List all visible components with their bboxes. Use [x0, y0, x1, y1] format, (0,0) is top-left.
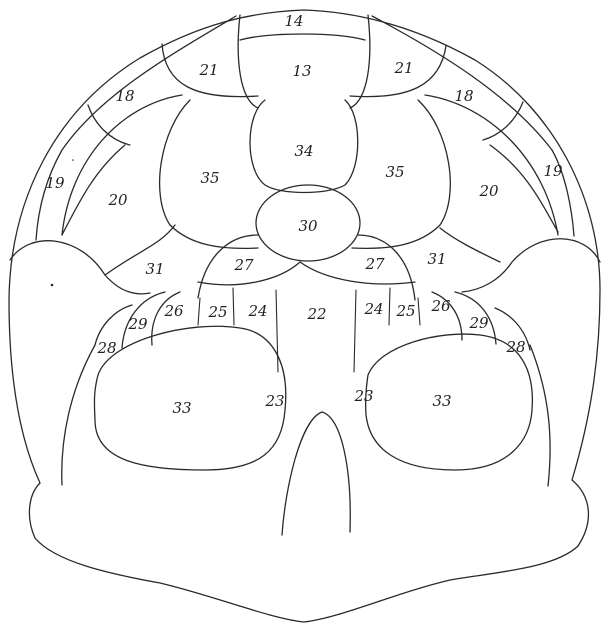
label-24-right: 24	[363, 300, 383, 318]
label-21-left: 21	[198, 61, 218, 79]
arc-outer-right	[372, 16, 574, 236]
label-26-left: 26	[163, 302, 184, 320]
label-23-right: 23	[353, 387, 373, 405]
label-25-right: 25	[395, 302, 415, 320]
arc-14-bottom	[240, 34, 365, 40]
label-28-right: 28	[505, 338, 525, 356]
label-26-right: 26	[430, 297, 451, 315]
label-20-left: 20	[107, 191, 128, 209]
label-31-right: 31	[427, 250, 446, 268]
label-21-right: 21	[393, 59, 413, 77]
arc-outer-left	[36, 16, 236, 240]
head-outline	[9, 10, 600, 622]
line-20-right	[490, 145, 558, 232]
nose-opening	[282, 412, 350, 535]
line-25-right	[418, 298, 420, 325]
label-19-right: 19	[543, 162, 563, 180]
label-13: 13	[292, 62, 311, 80]
label-22: 22	[306, 305, 326, 323]
line-31-right	[440, 228, 500, 262]
label-24-left: 24	[247, 302, 267, 320]
label-35-left: 35	[200, 169, 219, 187]
label-30: 30	[298, 217, 318, 235]
nose-line-right	[354, 290, 356, 372]
arc-18-left	[88, 105, 130, 145]
label-27-left: 27	[233, 256, 254, 274]
left-cheek-line	[10, 241, 150, 294]
label-33-right: 33	[432, 392, 451, 410]
line-24-left	[233, 288, 234, 325]
right-jaw-line	[530, 345, 550, 486]
label-23-left: 23	[264, 392, 284, 410]
mark-dot-upper	[72, 159, 74, 161]
label-18-right: 18	[454, 87, 473, 105]
right-cheek-line	[462, 239, 600, 292]
arc-band-left	[238, 15, 258, 108]
label-19-left: 19	[45, 174, 65, 192]
label-18-left: 18	[115, 87, 134, 105]
line-25-left	[198, 298, 200, 325]
line-20-left	[62, 145, 125, 235]
nose-line-left	[276, 290, 278, 372]
label-35-right: 35	[385, 163, 404, 181]
label-14: 14	[284, 12, 303, 30]
label-25-left: 25	[207, 303, 227, 321]
label-33-left: 33	[172, 399, 191, 417]
arc-band-right	[350, 15, 370, 108]
line-24-right	[389, 288, 390, 325]
label-28-left: 28	[96, 339, 116, 357]
mark-dot-left	[51, 284, 54, 287]
label-27-right: 27	[364, 255, 385, 273]
label-31-left: 31	[145, 260, 164, 278]
label-29-right: 29	[468, 314, 489, 332]
left-jaw-line	[62, 345, 95, 485]
label-20-right: 20	[478, 182, 499, 200]
label-29-left: 29	[127, 315, 148, 333]
label-34: 34	[294, 142, 313, 160]
